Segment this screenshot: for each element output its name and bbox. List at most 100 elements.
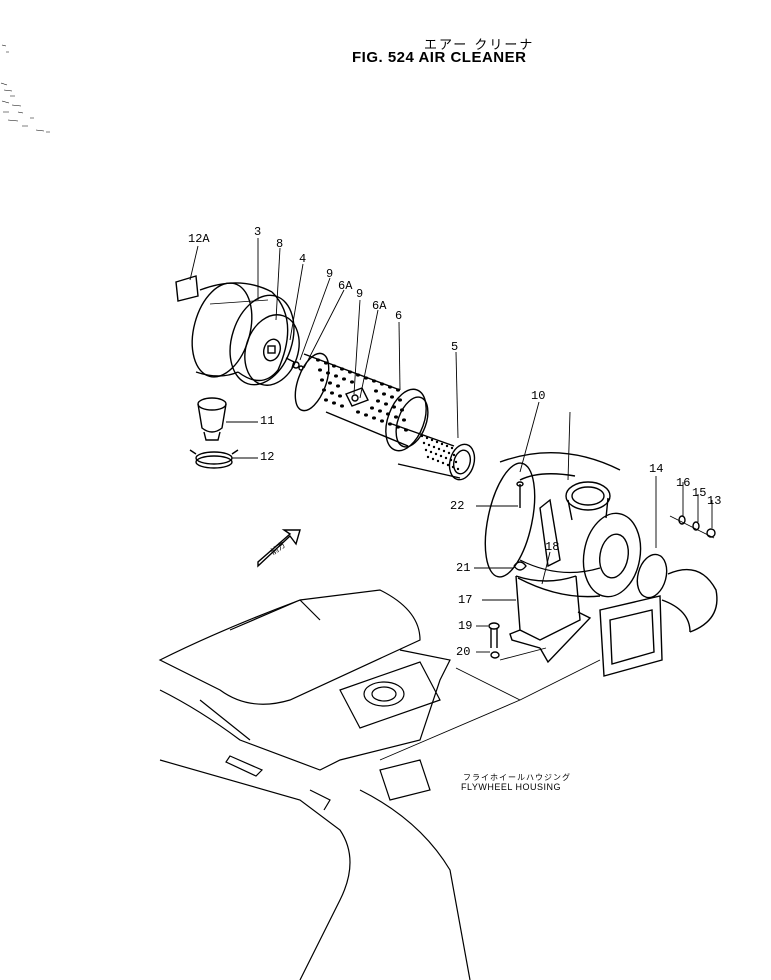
perforation-hole [454,460,458,464]
callout-8: 8 [276,237,284,251]
part-elbow-pipe [599,568,718,677]
perforation-hole [449,458,453,462]
callout-14: 14 [649,462,664,476]
perforation-hole [338,394,342,398]
perforation-hole [356,410,360,414]
part-bolt-19 [488,622,500,648]
perforation-hole [390,395,394,399]
callout-9: 9 [326,267,334,281]
part-outer-element-6 [294,352,429,452]
perforation-hole [426,455,430,459]
perforation-hole [394,415,398,419]
perforation-hole [370,406,374,410]
part-band-18 [519,559,601,574]
figure-title: FIG. 524 AIR CLEANER [352,49,527,66]
perforation-hole [364,376,368,380]
leader-lines [189,238,713,761]
perforation-hole [424,448,428,452]
perforation-hole [374,389,378,393]
perforation-hole [318,368,322,372]
callout-5: 5 [451,340,459,354]
part-wing-nut-9 [292,361,304,371]
perforation-hole [342,377,346,381]
perforation-hole [340,367,344,371]
perforation-hole [450,446,454,450]
callout-11: 11 [260,414,275,428]
perforation-hole [446,463,450,467]
engine-outline [158,589,471,980]
perforation-hole [356,373,360,377]
perforation-hole [431,457,435,461]
perforation-hole [372,379,376,383]
callout-6A: 6A [338,279,353,293]
perforation-hole [384,402,388,406]
part-inner-element-5 [391,423,476,481]
perforation-hole [332,401,336,405]
perforation-hole [324,361,328,365]
perforation-hole [440,442,444,446]
perforation-hole [442,449,446,453]
flywheel-housing-label: FLYWHEEL HOUSING [461,782,562,792]
perforation-hole [336,384,340,388]
callout-20: 20 [456,645,471,659]
perforation-hole [432,445,436,449]
flywheel-housing-label-japanese: フライホイールハウジング [463,773,571,782]
callout-3: 3 [254,225,262,239]
perforation-hole [380,382,384,386]
perforation-hole [437,447,441,451]
callout-17: 17 [458,593,473,607]
perforation-hole [441,461,445,465]
perforation-hole [420,434,424,438]
callout-22: 22 [450,499,465,513]
callout-21: 21 [456,561,471,575]
perforation-hole [376,399,380,403]
perforation-hole [439,454,443,458]
perforation-hole [402,418,406,422]
scan-noise [0,44,50,133]
perforation-hole [330,391,334,395]
callout-9-second: 9 [356,287,364,301]
perforation-hole [447,451,451,455]
perforation-hole [378,409,382,413]
perforation-hole [434,452,438,456]
perforation-hole [382,392,386,396]
perforation-hole [388,422,392,426]
part-body-10 [484,451,642,598]
callout-19: 19 [458,619,473,633]
perforation-hole [324,398,328,402]
part-ring-8 [229,294,295,386]
perforation-hole [340,404,344,408]
part-bolts-13-16 [669,515,716,539]
perforation-hole [445,444,449,448]
callout-16: 16 [676,476,691,490]
part-washer-20 [490,651,500,659]
perforation-hole [398,398,402,402]
perforation-hole [427,443,431,447]
perforation-hole [429,450,433,454]
callout-15: 15 [692,486,707,500]
perforation-hole [348,370,352,374]
perforation-hole [386,412,390,416]
part-label-12A [175,275,199,302]
callout-4: 4 [299,252,307,266]
front-direction-arrow-icon [257,529,301,568]
part-bracket-17 [509,575,592,664]
perforation-hole [422,441,426,445]
perforation-hole [451,465,455,469]
perforation-hole [456,467,460,471]
callout-6A-second: 6A [372,299,387,313]
part-clamp-21 [513,561,527,571]
figure-title-japanese: エアー クリーナ [424,38,535,53]
callout-18: 18 [545,540,560,554]
perforation-hole [350,380,354,384]
callout-12A: 12A [188,232,210,246]
part-baffle-4 [244,314,300,386]
perforation-hole [425,436,429,440]
perforation-hole [316,358,320,362]
perforation-hole [388,385,392,389]
callout-6: 6 [395,309,403,323]
perforation-hole [364,413,368,417]
perforation-hole [435,440,439,444]
